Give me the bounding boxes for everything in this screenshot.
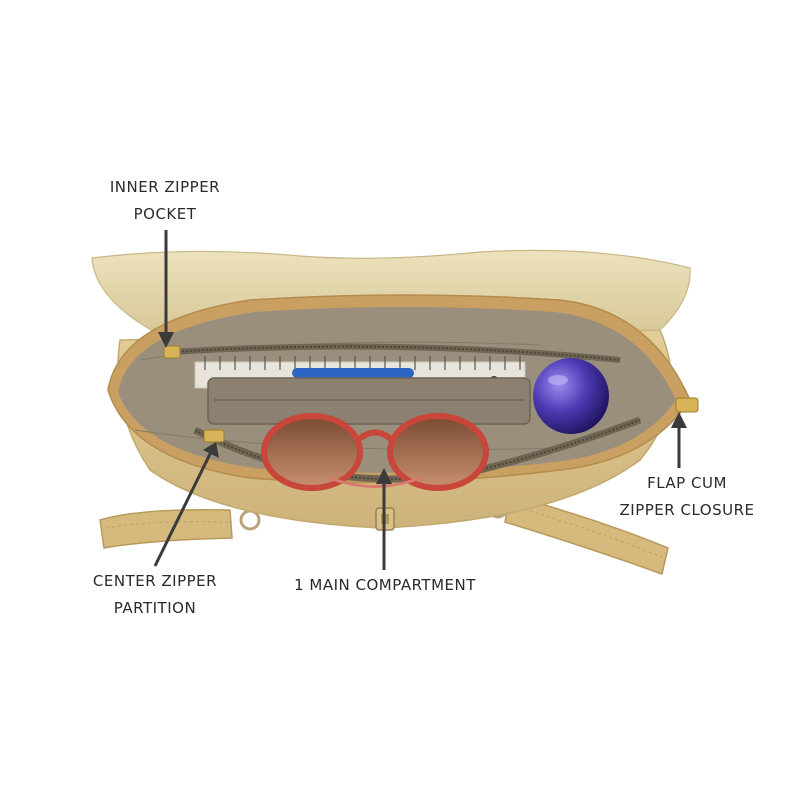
callout-line: POCKET [133,205,197,223]
callout-line: ZIPPER CLOSURE [619,501,755,519]
shoulder-strap [99,494,669,575]
callout-line: PARTITION [113,599,197,617]
callout-pointer-inner-zipper-pocket [158,230,174,348]
callout-pointer-main-compartment [376,468,392,570]
wallet [207,377,531,425]
callout-pointer-flap-cum-zipper-closure [671,412,687,468]
callout-inner-zipper-pocket: INNER ZIPPER POCKET [105,174,225,228]
callout-flap-cum-zipper-closure: FLAP CUM ZIPPER CLOSURE [612,470,762,524]
callout-main-compartment: 1 MAIN COMPARTMENT [285,572,485,599]
sunglasses [261,413,489,491]
callout-center-zipper-partition: CENTER ZIPPER PARTITION [85,568,225,622]
callout-line: FLAP CUM [647,474,727,492]
callout-line: CENTER ZIPPER [92,572,218,590]
callout-pointer-center-zipper-partition [153,442,219,567]
callout-line: INNER ZIPPER [109,178,221,196]
callout-line: 1 MAIN COMPARTMENT [294,576,476,594]
purple-ball [533,358,609,434]
